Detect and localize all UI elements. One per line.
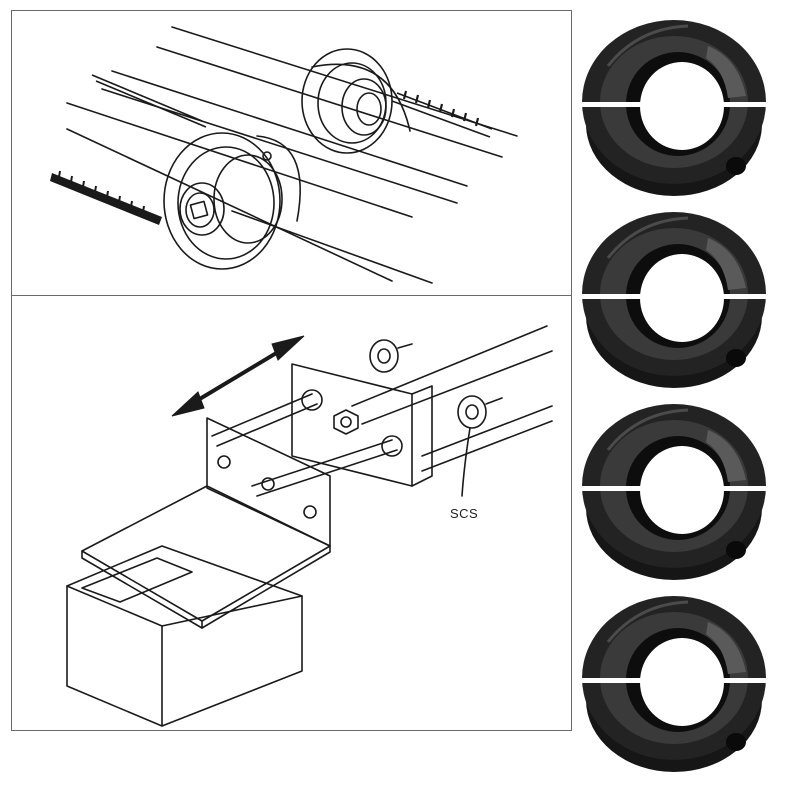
shaft-collar <box>578 390 800 586</box>
shaft-collar-icon <box>582 212 770 388</box>
double-arrow-icon <box>171 335 305 417</box>
shaft-collar-icon <box>582 404 770 580</box>
pulley-drive-drawing <box>50 26 518 284</box>
shaft-collar <box>578 6 800 202</box>
callout-label: SCS <box>450 506 478 521</box>
shaft-collar-icon <box>582 596 770 772</box>
collar-stack <box>578 6 800 796</box>
shaft-collar <box>578 198 800 394</box>
shaft-collar <box>578 582 800 778</box>
shaft-collar-icon <box>582 20 770 196</box>
slide-mechanism-panel: SCS <box>12 296 571 730</box>
timing-belt-upper <box>91 74 493 138</box>
panel-divider <box>12 295 571 296</box>
slide-mechanism-drawing: SCS <box>66 325 553 727</box>
pulley-drive-panel <box>12 11 571 295</box>
usage-illustration-frame: SCS <box>11 10 572 731</box>
timing-belt-lower <box>50 170 162 225</box>
